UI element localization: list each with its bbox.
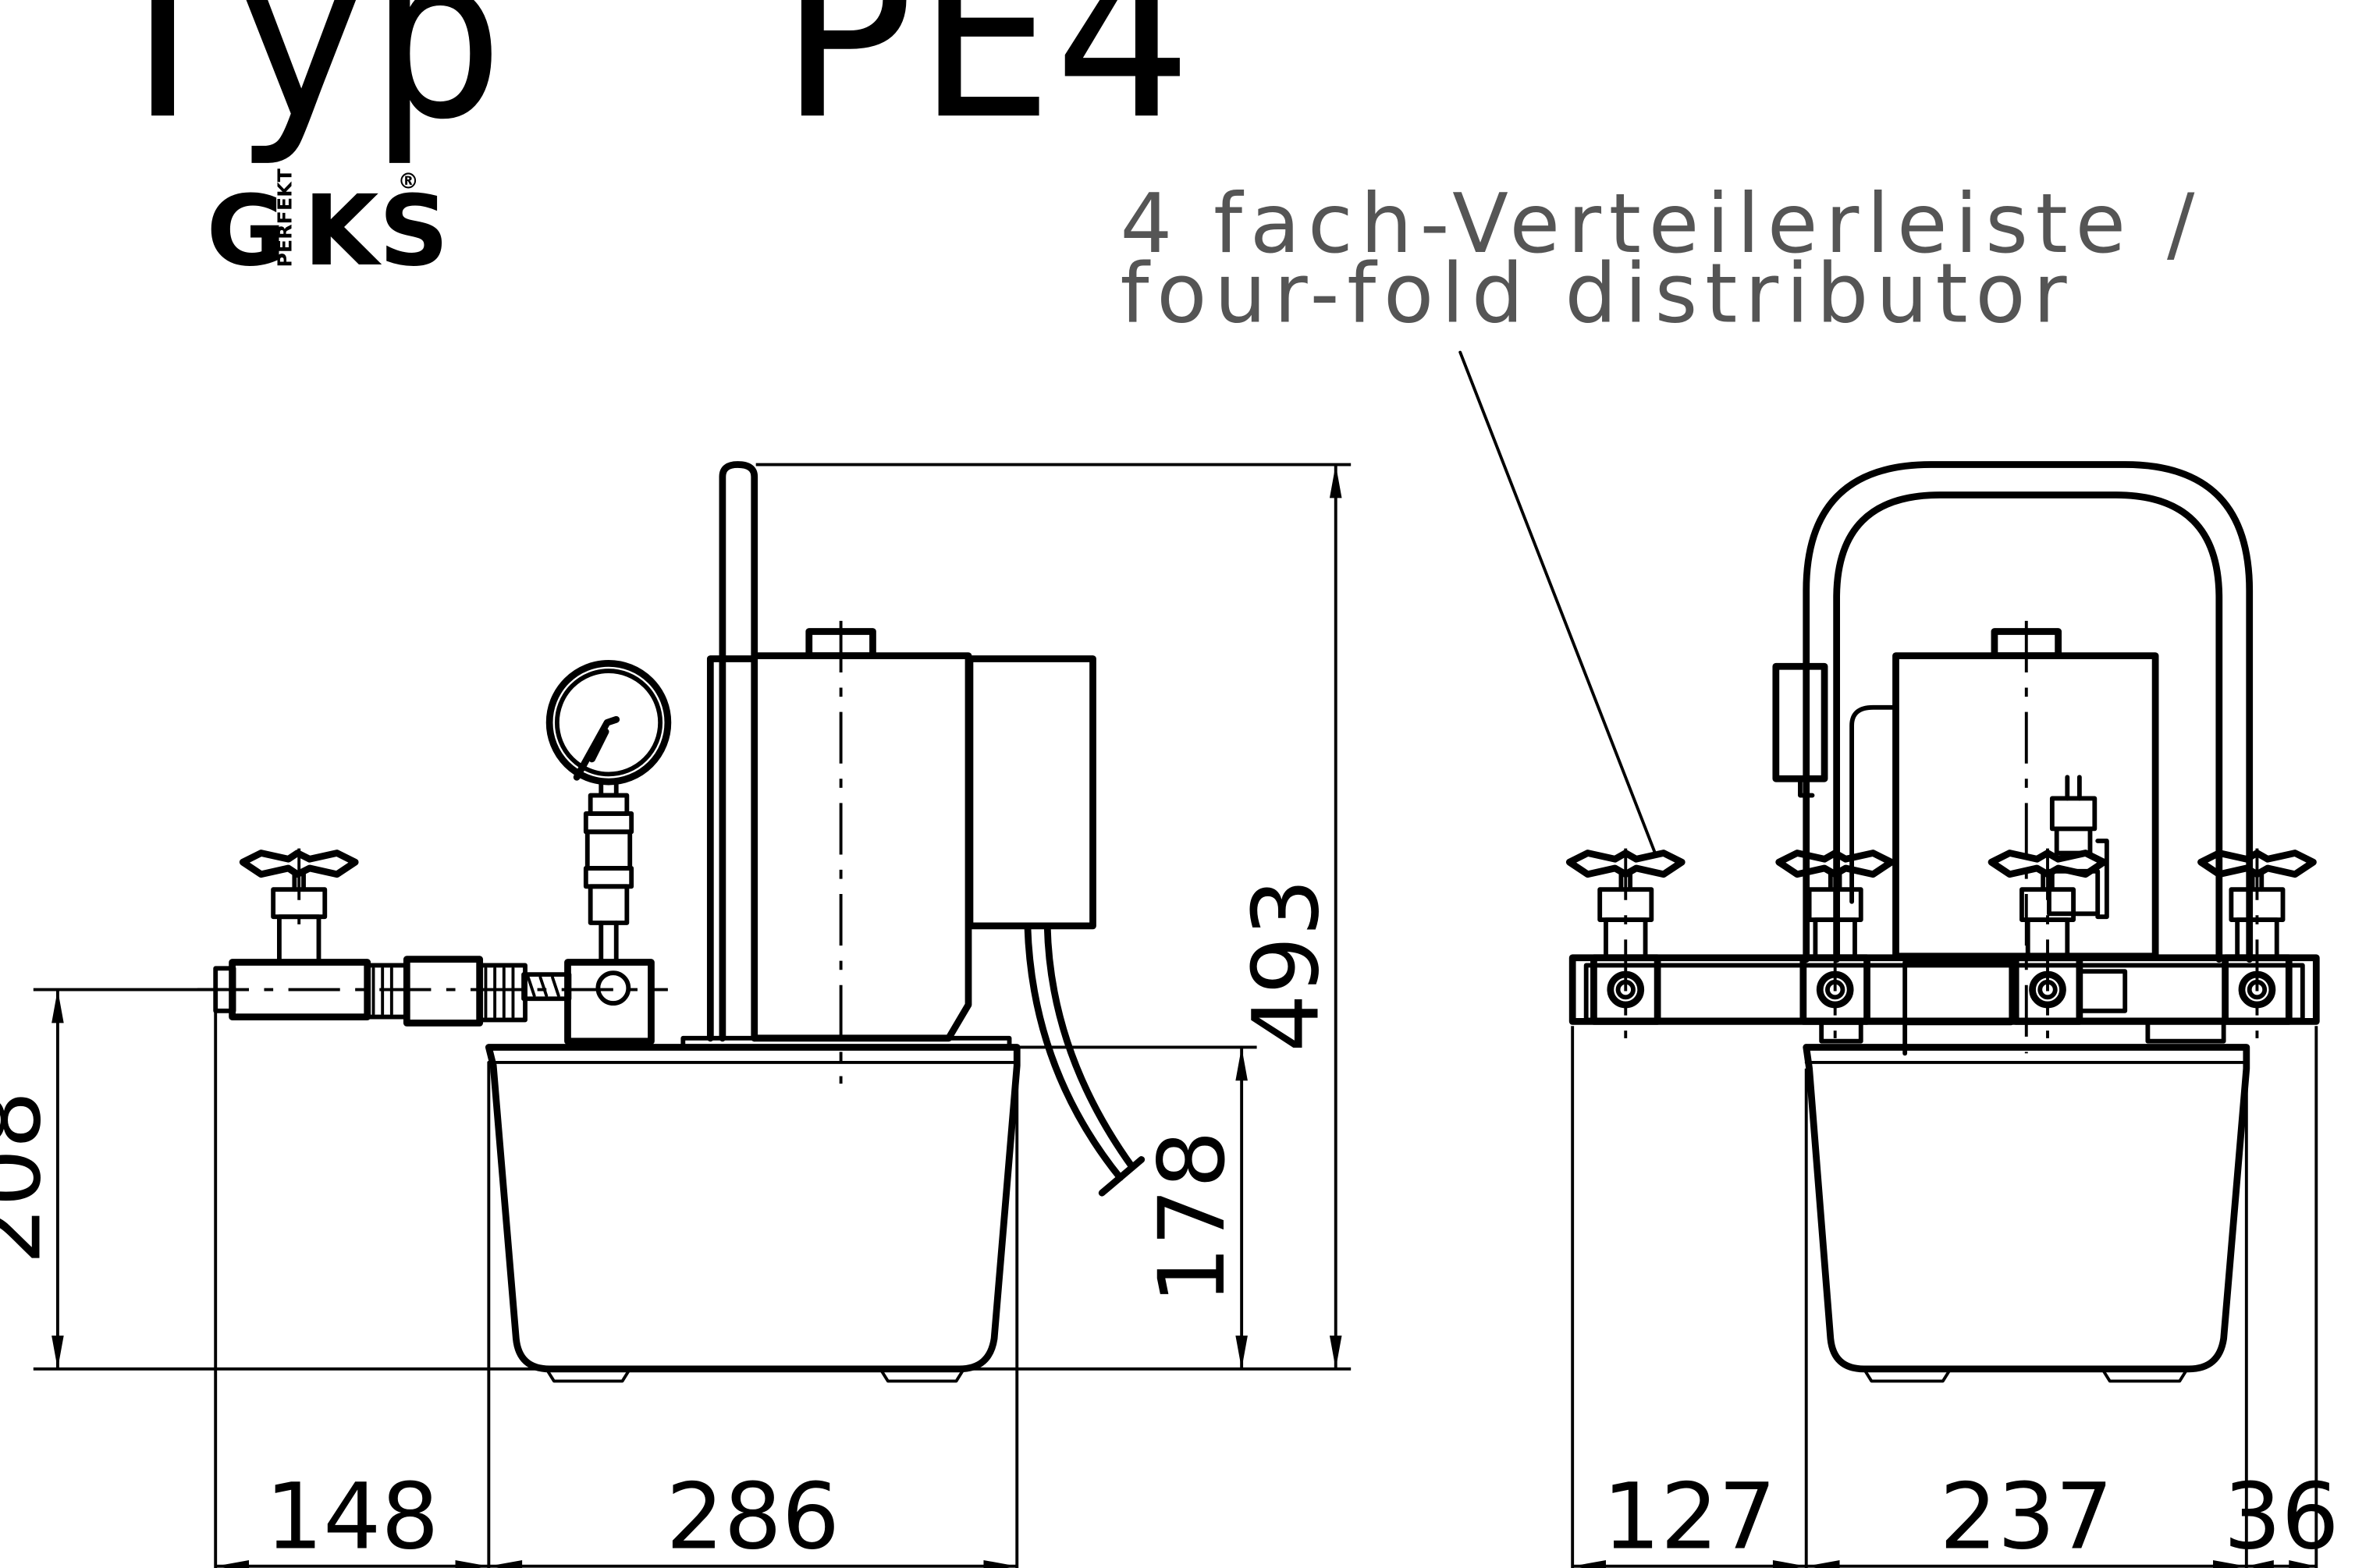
gks-perfekt-logo: G KS PERFEKT ® [207, 168, 449, 287]
side-handle-bar [719, 461, 758, 1042]
dim-total-height: 493 [1233, 878, 1339, 1052]
logo-letter-g: G [207, 175, 286, 288]
logo-letters-ks: KS [304, 175, 449, 288]
annotation-leader-line [1458, 350, 1657, 853]
side-tank-feet [545, 1367, 966, 1383]
logo-vertical-word: PERFEKT [273, 168, 296, 267]
front-handle-frame [1803, 461, 2254, 963]
dim-front-middle: 237 [1939, 1463, 2113, 1568]
logo-registered-mark: ® [398, 170, 419, 194]
dim-front-right: 36 [2223, 1463, 2339, 1568]
dim-front-left: 127 [1603, 1463, 1777, 1568]
dim-tank-height: 178 [1139, 1130, 1245, 1304]
drawing-title: Typ PE4 [94, 0, 1191, 169]
side-needle-valve [213, 848, 371, 1020]
side-tank [485, 1044, 1021, 1373]
pressure-gauge [545, 659, 672, 965]
four-fold-distributor [1568, 954, 2320, 1056]
front-motor [1849, 620, 2159, 1054]
dim-tank-width: 286 [666, 1463, 840, 1568]
side-motor [706, 620, 972, 1084]
side-view: 493 208 178 148 286 [0, 461, 1352, 1568]
annotation-line-1: 4 fach-Verteilerleiste / [1121, 176, 2203, 271]
annotation-line-2: four-fold distributor [1121, 247, 2075, 342]
side-terminal-box [966, 655, 1096, 930]
front-tank [1803, 1044, 2250, 1373]
front-tank-feet [1862, 1367, 2189, 1383]
front-cable-box [1772, 662, 1828, 782]
side-valve-block [521, 959, 655, 1045]
dim-inlet-height: 208 [0, 1091, 62, 1265]
front-view: 127 237 36 [1565, 461, 2339, 1568]
side-power-cable [1024, 922, 1146, 1197]
dim-valve-width: 148 [265, 1463, 439, 1568]
